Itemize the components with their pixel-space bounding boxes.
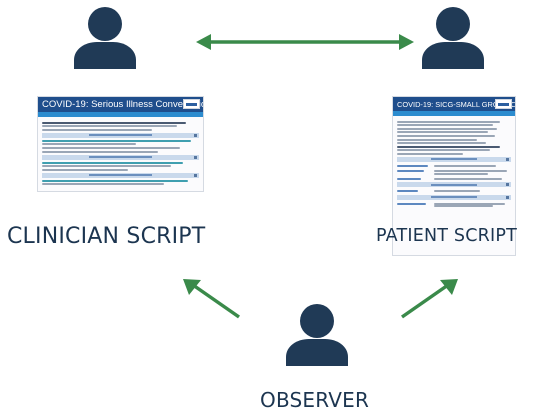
observer-person-icon — [284, 302, 350, 366]
clinician-script-document: COVID-19: Serious Illness Conversation G… — [37, 96, 204, 192]
patient-document-title: COVID-19: SICG-SMALL GROUP CASE — [393, 97, 515, 111]
observer-label: OBSERVER — [260, 388, 370, 412]
patient-script-label: PATIENT SCRIPT — [376, 226, 517, 246]
clinician-script-label: CLINICIAN SCRIPT — [7, 224, 206, 249]
patient-person-icon — [420, 5, 486, 69]
observer-to-patient-arrow-icon — [398, 277, 460, 321]
patient-document-body — [393, 116, 515, 213]
clinician-document-body — [38, 117, 203, 190]
patient-document-subtitle — [393, 111, 515, 116]
document-logo-icon — [183, 99, 200, 109]
document-logo-icon — [495, 99, 512, 109]
clinician-person-icon — [72, 5, 138, 69]
observer-to-clinician-arrow-icon — [181, 277, 243, 321]
clinician-document-title: COVID-19: Serious Illness Conversation G… — [38, 97, 203, 112]
patient-script-document: COVID-19: SICG-SMALL GROUP CASE — [392, 96, 516, 256]
clinician-document-subtitle — [38, 112, 203, 117]
clinician-patient-double-arrow-icon — [194, 32, 416, 52]
